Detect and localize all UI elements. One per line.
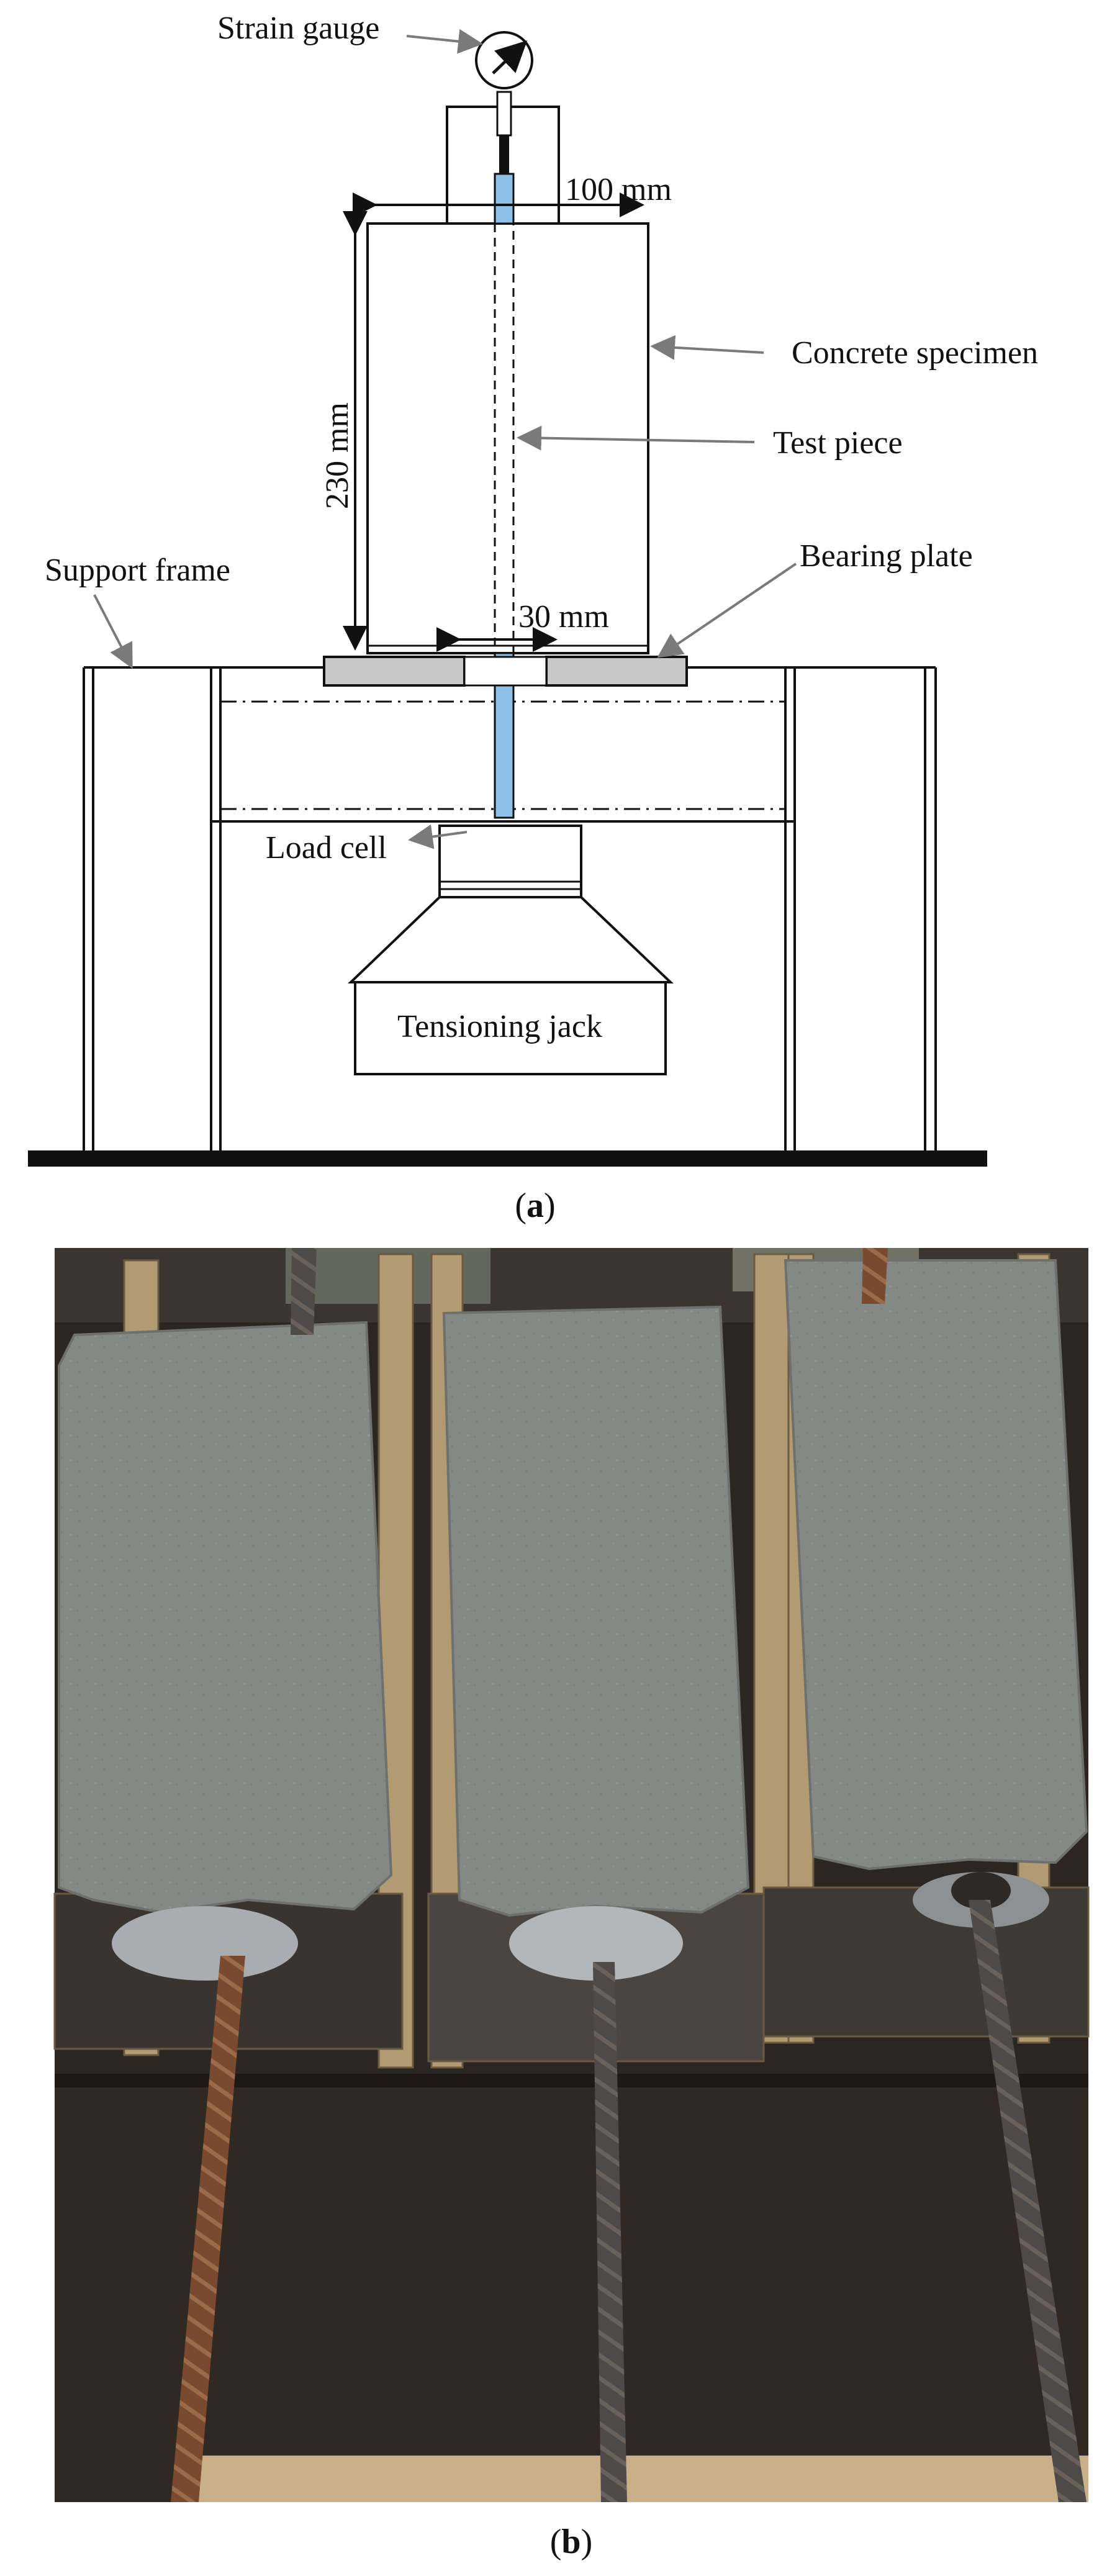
concrete-block-middle [442,1305,750,1917]
support-frame-label: Support frame [45,553,230,588]
caption-b: (b) [550,2523,592,2561]
concrete-specimen-label: Concrete specimen [792,335,1038,371]
hole-dimension-label: 30 mm [518,599,609,635]
rebar-back-1 [291,1248,317,1335]
concrete-block-right [784,1259,1088,1871]
bearing-plates [323,656,688,687]
test-piece-bar-top [494,173,515,225]
ground-plate [28,1150,987,1167]
rebar-middle [593,1962,627,2502]
concrete-block-left [58,1321,393,1914]
bearing-plate-label: Bearing plate [800,538,973,574]
test-piece-label: Test piece [773,425,903,461]
load-cell [438,825,582,898]
caption-a: (a) [515,1186,555,1225]
bearing-plate-gap [463,656,548,687]
specimen-photo [53,1248,1090,2502]
tensioning-jack [354,981,667,1075]
jack-taper [348,896,674,983]
strain-gauge-icon [475,31,533,174]
leader-lines [93,29,797,849]
rebar-right [969,1900,1087,2502]
diagram-panel: Strain gauge 100 mm Concrete specimen 23… [28,11,1038,1167]
front-wood-beam [199,2456,1088,2502]
strain-gauge-label: Strain gauge [217,11,379,46]
width-dimension-label: 100 mm [565,172,672,207]
tensioning-jack-label: Tensioning jack [397,1009,602,1044]
height-dimension-label: 230 mm [320,402,355,509]
rebar-left [171,1956,245,2502]
load-cell-label: Load cell [266,830,387,865]
rebars [171,1248,1087,2502]
rebar-back-2 [862,1248,888,1304]
